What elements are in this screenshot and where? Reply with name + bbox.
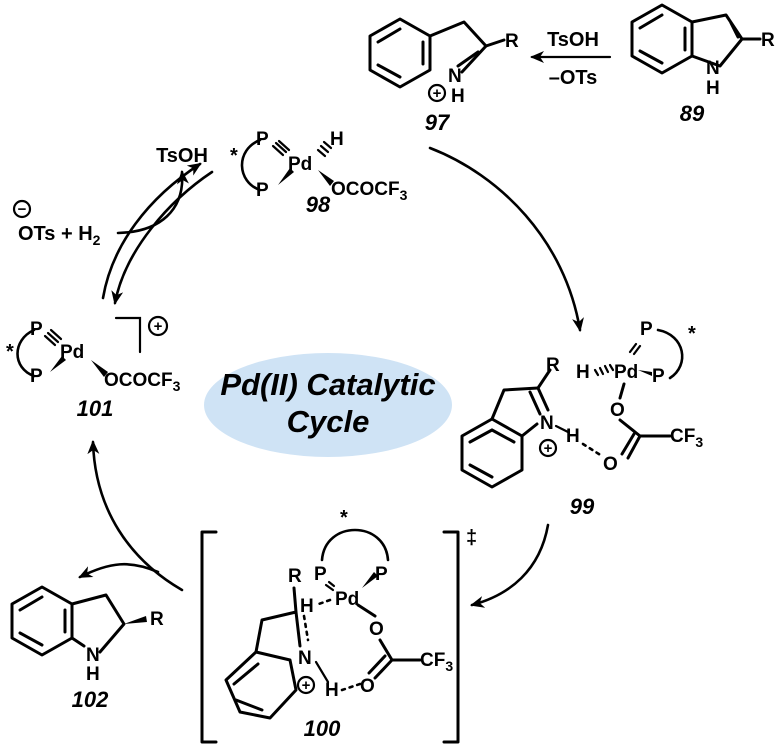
c99-number: 99: [570, 494, 595, 519]
arrow-to-102: [78, 562, 160, 579]
c89-H: H: [706, 78, 720, 99]
title-line-2: Cycle: [287, 404, 370, 439]
compound-101: * P P Pd OCOCF3 + 101: [6, 315, 181, 421]
c102-N: N: [86, 645, 100, 666]
cycle-title: Pd(II) Catalytic Cycle: [204, 353, 452, 457]
c89-N: N: [706, 58, 720, 79]
c100-ts: ‡: [466, 527, 477, 549]
c98-number: 98: [306, 192, 331, 217]
compound-99: R N H + H Pd P P * O O CF3 99: [460, 319, 703, 519]
c97-R: R: [505, 31, 519, 52]
c102-R: R: [150, 609, 164, 630]
c98-H: H: [330, 129, 344, 150]
c98-P2: P: [256, 180, 269, 201]
title-line-1: Pd(II) Catalytic: [220, 367, 435, 402]
compound-89: R N H 89: [630, 3, 775, 126]
c97-number: 97: [425, 110, 451, 135]
c102-number: 102: [72, 687, 109, 712]
c99-star: *: [688, 323, 696, 345]
c101-star: *: [6, 341, 14, 363]
ots-minus: −: [18, 201, 27, 218]
c100-Pd: Pd: [335, 589, 359, 610]
arrow-99-to-100: [470, 523, 550, 608]
c99-CF3: CF3: [670, 426, 703, 450]
c99-R: R: [546, 355, 560, 376]
c100-R: R: [288, 566, 302, 587]
c99-P2: P: [652, 366, 665, 387]
c99-O1: O: [610, 400, 625, 421]
ts-bracket-right: [442, 530, 460, 744]
c100-O1: O: [369, 619, 384, 640]
c99-PdH: H: [576, 362, 590, 383]
c97-N: N: [448, 66, 462, 87]
c100-charge: +: [302, 677, 311, 694]
arrow-100-to-101: [87, 440, 184, 592]
c99-O2: O: [603, 454, 618, 475]
reagent-tsoh-top: TsOH: [547, 29, 599, 51]
c89-R: R: [761, 30, 775, 51]
c98-P1: P: [256, 129, 269, 150]
arrow-97-to-99: [428, 146, 584, 332]
c100-NH: H: [325, 680, 339, 701]
compound-98: * P P Pd H OCOCF3 98: [230, 129, 408, 217]
equilibrium-98-101: TsOH − OTs + H2: [12, 145, 214, 305]
c100-P2: P: [375, 564, 388, 585]
c97-H: H: [451, 86, 465, 107]
c89-number: 89: [680, 101, 705, 126]
c98-ligand: OCOCF3: [331, 179, 408, 203]
c99-P1: P: [640, 319, 653, 340]
c99-NH: H: [566, 426, 580, 447]
c100-O2: O: [360, 676, 375, 697]
c99-N: N: [540, 413, 554, 434]
ts-bracket-left: [200, 530, 218, 744]
c100-H: H: [300, 596, 314, 617]
c100-P1: P: [314, 564, 327, 585]
compound-100: ‡ * P P Pd H R N + H O O CF3 100: [200, 507, 477, 744]
c99-charge: +: [544, 440, 553, 457]
c101-P1: P: [30, 319, 43, 340]
c98-star: *: [230, 145, 238, 167]
c100-CF3: CF3: [420, 650, 453, 674]
c100-number: 100: [304, 716, 341, 741]
compound-102: R N H 102: [10, 585, 164, 712]
c101-Pd: Pd: [60, 342, 84, 363]
c100-star: *: [340, 507, 348, 529]
reagent-tsoh-left: TsOH: [156, 145, 208, 167]
c98-Pd: Pd: [288, 154, 312, 175]
reagent-ots-top: –OTs: [549, 67, 598, 89]
c99-Pd: Pd: [614, 362, 638, 383]
c101-P2: P: [30, 366, 43, 387]
c102-H: H: [86, 664, 100, 685]
c97-charge: +: [433, 85, 442, 102]
c101-ligand: OCOCF3: [104, 370, 181, 394]
c101-number: 101: [77, 396, 114, 421]
compound-97: R N H + 97: [368, 17, 519, 135]
reagent-ots-h2: OTs + H2: [18, 223, 101, 248]
c100-N: N: [298, 648, 312, 669]
title-ellipse: [204, 353, 452, 457]
c101-charge: +: [154, 318, 163, 335]
